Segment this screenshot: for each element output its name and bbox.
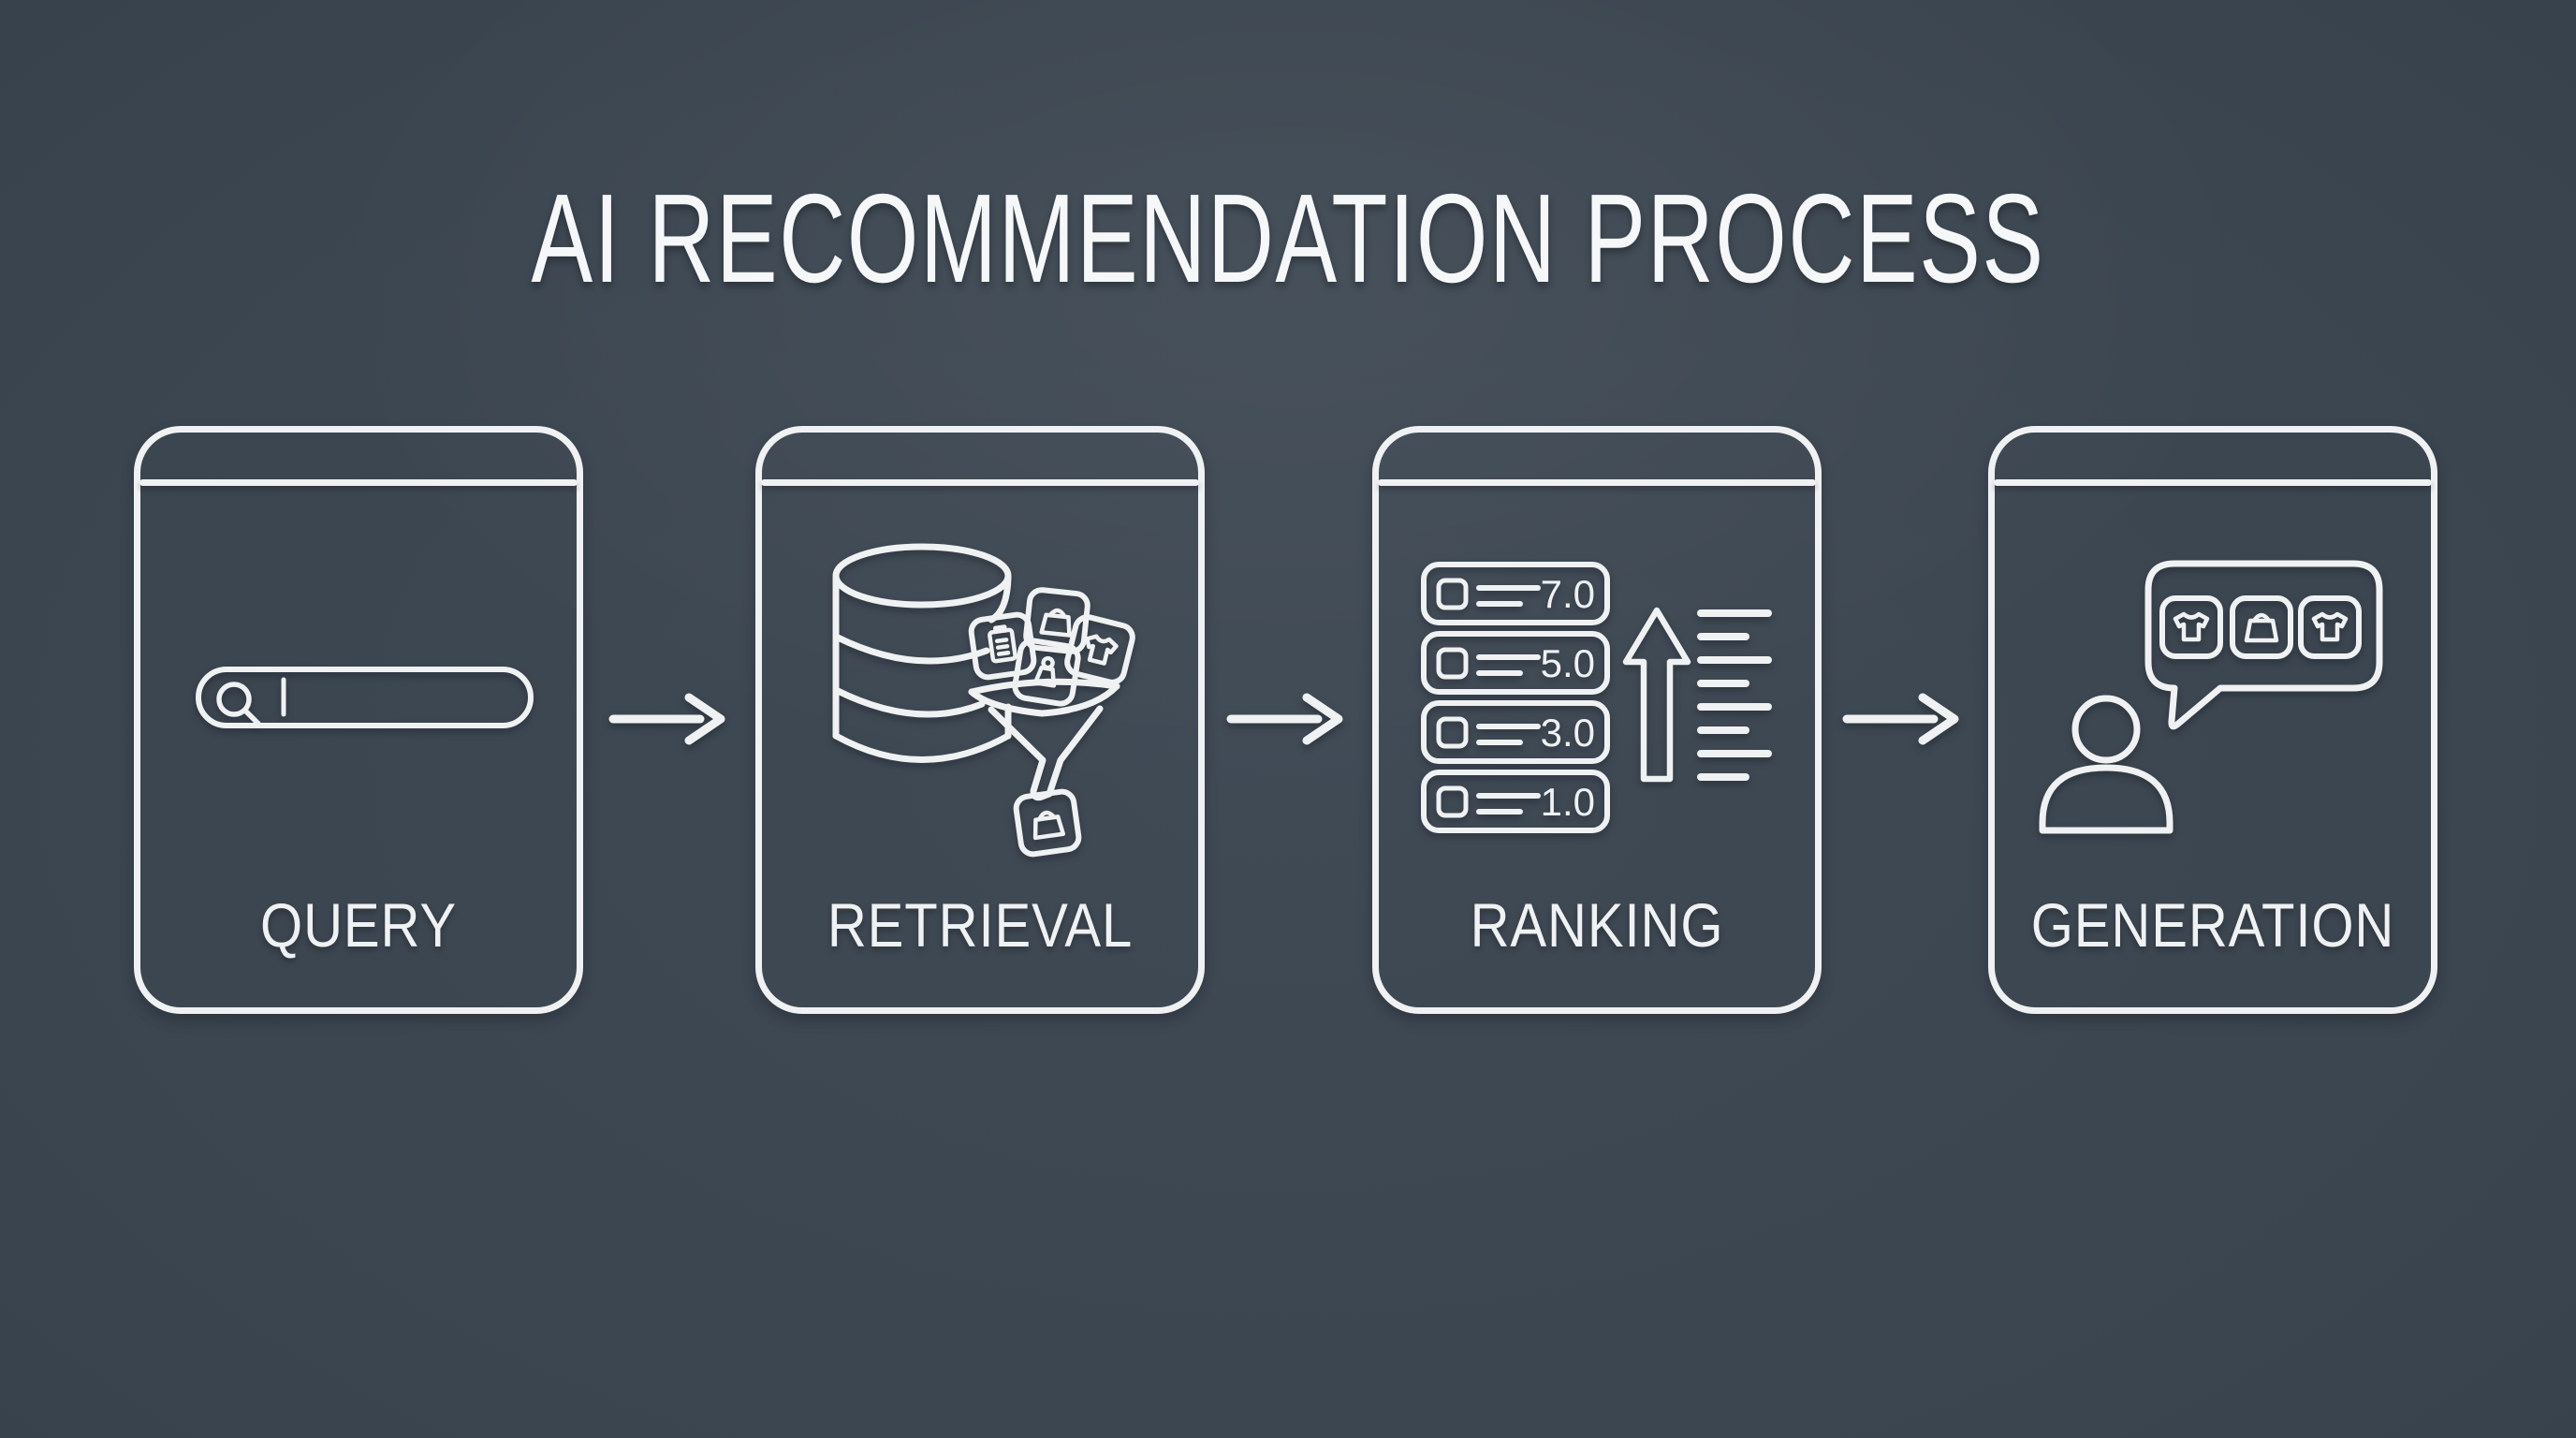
right-arrow-icon: [1226, 693, 1343, 745]
row-score: 7.0: [1541, 572, 1595, 616]
database-shelf-1: [832, 633, 990, 665]
row-frame: [1421, 631, 1610, 695]
row-score: 3.0: [1541, 711, 1595, 755]
motion-lines-icon: [1697, 609, 1772, 781]
checkbox-icon: [1436, 647, 1469, 680]
right-arrow-icon: [608, 693, 725, 745]
shopping-bag-glyph: [1039, 608, 1072, 638]
step-label-query: QUERY: [260, 890, 457, 960]
user-head: [2071, 695, 2141, 764]
recommended-item-bag-icon: [2230, 595, 2293, 659]
item-tile-weight-icon: [1012, 638, 1081, 707]
row-frame: [1421, 700, 1610, 764]
tile-frame: [1023, 587, 1090, 654]
magnifier-glass: [216, 682, 252, 717]
step-label-ranking: RANKING: [1470, 890, 1724, 960]
row-score: 1.0: [1541, 780, 1595, 824]
tshirt-glyph: [2173, 611, 2210, 642]
user-recommendation-bubble-icon: [2039, 560, 2383, 834]
ranking-row: 3.0: [1421, 700, 1610, 764]
ranking-row: 7.0: [1421, 562, 1610, 625]
shopping-bag-glyph: [2244, 612, 2279, 643]
ranking-row: 1.0: [1421, 770, 1610, 833]
arrow-head: [1302, 693, 1343, 745]
card-header-divider: [1994, 479, 2432, 486]
item-tile-bag-2-icon: [1013, 788, 1082, 858]
checkbox-icon: [1436, 716, 1469, 749]
row-frame: [1421, 770, 1610, 833]
card-header-divider: [1378, 479, 1816, 486]
row-frame: [1421, 562, 1610, 625]
recommended-item-tshirt-icon: [2159, 595, 2223, 659]
tile-frame: [1013, 788, 1082, 858]
arrow-head: [684, 693, 725, 745]
database-icon: [832, 543, 1012, 763]
tile-frame: [1012, 638, 1081, 707]
funnel-rim-front: [968, 682, 1120, 717]
card-header-divider: [761, 479, 1199, 486]
user-shoulders: [2039, 764, 2174, 834]
item-tile-tshirt-icon: [1064, 614, 1135, 685]
tile-frame: [1064, 614, 1135, 685]
database-shelf-2: [832, 686, 986, 718]
step-label-retrieval: RETRIEVAL: [827, 890, 1134, 960]
checkbox-icon: [1436, 785, 1469, 818]
step-card-query: QUERY: [134, 426, 583, 1014]
tile-frame: [2230, 595, 2293, 659]
search-input-box: [196, 667, 534, 728]
weight-glyph: [1032, 655, 1057, 688]
item-tile-bag-icon: [1023, 587, 1090, 654]
search-bar-icon: [196, 667, 534, 728]
clipboard-glyph: [988, 624, 1017, 664]
diagram-title: AI RECOMMENDATION PROCESS: [531, 168, 2045, 309]
database-bottom: [832, 732, 1012, 763]
ranking-row: 5.0: [1421, 631, 1610, 695]
recommended-item-tshirt-2-icon: [2298, 595, 2362, 659]
checkbox-icon: [1436, 578, 1469, 610]
magnifier-icon: [216, 682, 261, 726]
ranked-list-icon: 7.0 5.0 3.0 1.0: [1421, 562, 1772, 833]
arrow-head: [1918, 693, 1959, 745]
up-arrow-icon: [1622, 607, 1691, 783]
user-icon: [2039, 695, 2174, 834]
magnifier-handle: [242, 708, 261, 726]
database-top: [832, 543, 1012, 609]
right-arrow-icon: [1842, 693, 1959, 745]
database-funnel-icon: [832, 543, 1135, 858]
step-card-ranking: 7.0 5.0 3.0 1.0: [1372, 426, 1822, 1014]
tile-frame: [2298, 595, 2362, 659]
card-header-divider: [139, 479, 578, 486]
row-score: 5.0: [1541, 641, 1595, 685]
step-card-generation: GENERATION: [1988, 426, 2437, 1014]
speech-bubble-icon: [2144, 560, 2383, 730]
step-label-generation: GENERATION: [2030, 890, 2395, 960]
funnel-body: [988, 705, 1104, 801]
tile-frame: [2159, 595, 2223, 659]
tshirt-glyph: [2311, 611, 2349, 642]
shopping-bag-glyph: [1032, 810, 1066, 841]
step-card-retrieval: RETRIEVAL: [755, 426, 1205, 1014]
tshirt-glyph: [1085, 634, 1119, 666]
